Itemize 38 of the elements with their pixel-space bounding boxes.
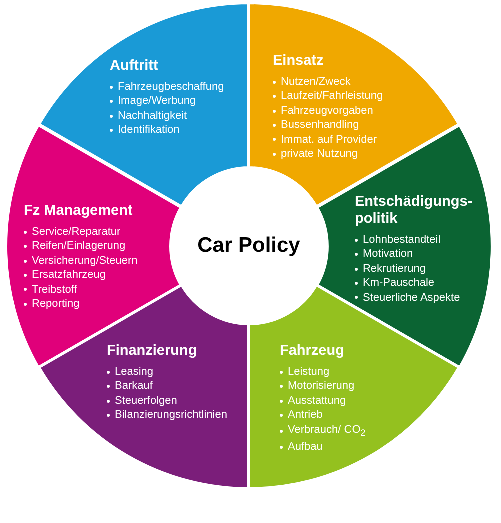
list-item: Bussenhandling — [281, 118, 360, 133]
list-item: Nutzen/Zweck — [281, 75, 351, 90]
segment-heading: Entschädigungs-politik — [354, 194, 474, 228]
segment-heading: Auftritt — [110, 58, 160, 75]
list-item: Rekrutierung — [362, 262, 426, 276]
list-item: Barkauf — [114, 379, 153, 394]
list-item: Verbrauch/ CO$_{2}$ — [288, 422, 366, 440]
list-item: Motorisierung — [288, 379, 355, 394]
segment-heading: Einsatz — [273, 53, 325, 70]
list-item: Nachhaltigkeit — [118, 108, 188, 124]
list-item: Motivation — [362, 247, 414, 262]
list-item: Ausstattung — [288, 394, 346, 408]
list-item: Leistung — [288, 365, 330, 380]
list-item: Versicherung/Steuern — [32, 254, 138, 268]
list-item: Reifen/Einlagerung — [32, 239, 126, 254]
segment-heading: Fahrzeug — [280, 343, 346, 360]
list-item: Km-Pauschale — [362, 276, 435, 291]
list-item: Treibstoff — [32, 282, 78, 298]
list-item: Antrieb — [288, 408, 323, 423]
list-item: Reporting — [32, 297, 80, 312]
list-item: Service/Reparatur — [32, 225, 121, 240]
list-item: Immat. auf Provider — [281, 132, 377, 148]
list-item: Ersatzfahrzeug — [32, 268, 106, 283]
list-item: Laufzeit/Fahrleistung — [281, 89, 384, 104]
list-item: Lohnbestandteil — [362, 233, 441, 248]
list-item: Steuerliche Aspekte — [362, 290, 460, 306]
list-item: Steuerfolgen — [114, 394, 178, 408]
center-title: Car Policy — [198, 234, 300, 258]
segment-heading: Fz Management — [24, 203, 134, 220]
list-item: Image/Werbung — [118, 94, 196, 109]
list-item: Bilanzierungsrichtlinien — [114, 408, 228, 423]
list-item: Identifikation — [118, 123, 180, 138]
list-item: Aufbau — [288, 440, 323, 455]
list-item: Fahrzeugvorgaben — [281, 104, 374, 118]
list-item: Fahrzeugbeschaffung — [118, 80, 224, 94]
list-item: private Nutzung — [281, 147, 358, 162]
segment-heading: Finanzierung — [106, 343, 198, 360]
list-item: Leasing — [114, 365, 154, 380]
